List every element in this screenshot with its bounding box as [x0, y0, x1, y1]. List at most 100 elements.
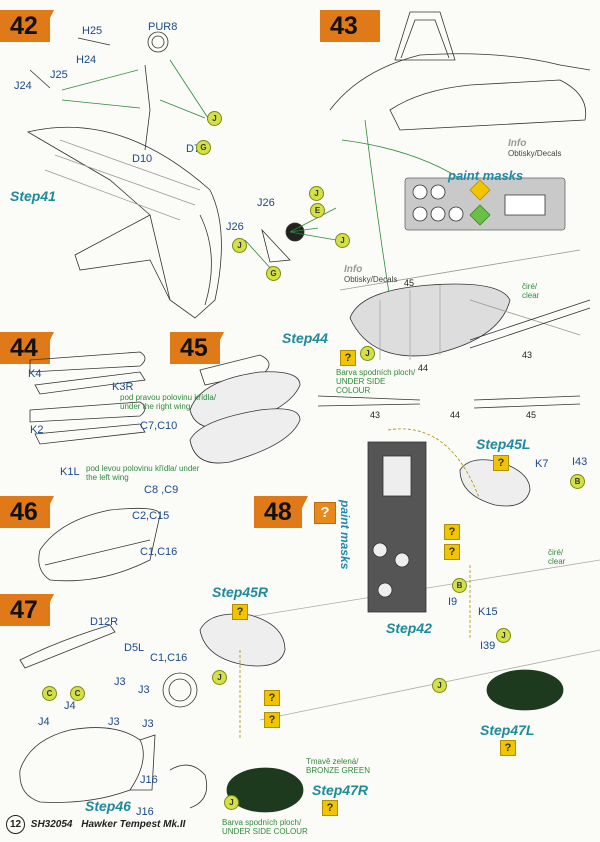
info-subtitle: Obtisky/Decals	[344, 275, 398, 284]
step-reference: Step42	[386, 620, 432, 636]
step-number-46: 46	[0, 496, 54, 528]
page-footer: 12 SH32054 Hawker Tempest Mk.II	[6, 815, 185, 834]
part-label: H24	[76, 54, 97, 66]
info-subtitle: Obtisky/Decals	[508, 149, 562, 158]
paint-badge: J	[432, 678, 447, 693]
part-label: J3	[142, 718, 154, 730]
part-label: D12R	[90, 616, 119, 628]
question-icon: ?	[322, 800, 338, 816]
decal-number: 45	[404, 278, 415, 288]
part-label: C2,C15	[132, 510, 170, 522]
paint-badge: J	[207, 111, 222, 126]
step-number-47: 47	[0, 594, 54, 626]
info-title: Info	[508, 138, 527, 149]
part-label: PUR8	[148, 21, 178, 33]
question-icon: ?	[340, 350, 356, 366]
paint-badge: E	[310, 203, 325, 218]
paint-badge: C	[42, 686, 57, 701]
part-label: H25	[82, 25, 103, 37]
paint-badge: J	[232, 238, 247, 253]
green-colour-note: Tmavě zelená/ BRONZE GREEN	[306, 757, 371, 775]
paint-badge: J	[496, 628, 511, 643]
part-label: J3	[114, 676, 126, 688]
part-label: I43	[572, 456, 588, 468]
decal-number: 44	[450, 410, 461, 420]
paint-badge: C	[70, 686, 85, 701]
decal-number: 43	[522, 350, 533, 360]
info-block: Info Obtisky/Decals	[508, 138, 561, 158]
part-label: J4	[38, 716, 50, 728]
step-number-48: 48	[254, 496, 308, 528]
part-label: C8 ,C9	[144, 484, 179, 496]
question-icon: ?	[444, 524, 460, 540]
part-label: D5L	[124, 642, 145, 654]
info-block: Info Obtisky/Decals	[344, 264, 397, 284]
part-label: K4	[28, 368, 42, 380]
paint-masks-label: paint masks	[338, 500, 352, 570]
question-icon: ?	[264, 690, 280, 706]
part-label: D10	[132, 153, 153, 165]
wing-note: pod levou polovinu křídla/ under the lef…	[86, 464, 200, 482]
part-label: J16	[140, 774, 158, 786]
question-icon: ?	[264, 712, 280, 728]
paint-badge: J	[335, 233, 350, 248]
step-reference: Step45R	[212, 584, 269, 600]
question-icon: ?	[232, 604, 248, 620]
step-reference: Step44	[282, 330, 328, 346]
step-number-43: 43	[320, 10, 374, 42]
part-label: J26	[226, 221, 244, 233]
part-label: C1,C16	[150, 652, 188, 664]
part-label: K1L	[60, 466, 80, 478]
paint-masks-label: paint masks	[448, 168, 524, 183]
step-reference: Step47R	[312, 782, 369, 798]
clear-note: čiré/ clear	[548, 548, 566, 566]
paint-badge: J	[224, 795, 239, 810]
part-label: C7,C10	[140, 420, 178, 432]
part-label: I9	[448, 596, 458, 608]
step-reference: Step47L	[480, 722, 535, 738]
step-reference: Step45L	[476, 436, 531, 452]
paint-badge: G	[196, 140, 211, 155]
paint-badge: B	[570, 474, 585, 489]
step-number-45: 45	[170, 332, 224, 364]
colour-note: Barva spodních ploch/ UNDER SIDE COLOUR	[222, 818, 308, 836]
part-label: J4	[64, 700, 76, 712]
colour-note: Barva spodních ploch/ UNDER SIDE COLOUR	[336, 368, 416, 395]
clear-note: čiré/ clear	[522, 282, 540, 300]
kit-title: Hawker Tempest Mk.II	[81, 819, 186, 830]
part-label: J3	[138, 684, 150, 696]
step-number-44: 44	[0, 332, 54, 364]
info-title: Info	[344, 264, 363, 275]
paint-badge: J	[309, 186, 324, 201]
part-label: J26	[257, 197, 275, 209]
part-label: C1,C16	[140, 546, 178, 558]
paint-badge: G	[266, 266, 281, 281]
decal-number: 44	[418, 363, 429, 373]
kit-code: SH32054	[30, 819, 73, 830]
part-label: K2	[30, 424, 44, 436]
step-reference: Step41	[10, 188, 56, 204]
question-icon: ?	[444, 544, 460, 560]
wing-note: pod pravou polovinu křídla/ under the ri…	[120, 393, 217, 411]
part-label: K7	[535, 458, 549, 470]
step-reference: Step46	[85, 798, 131, 814]
part-label: J25	[50, 69, 68, 81]
question-icon: ?	[493, 455, 509, 471]
part-label: J3	[108, 716, 120, 728]
part-label: J16	[136, 806, 154, 818]
paint-badge: B	[452, 578, 467, 593]
question-icon: ?	[314, 502, 336, 524]
paint-badge: J	[360, 346, 375, 361]
step-number-42: 42	[0, 10, 54, 42]
decal-number: 45	[526, 410, 537, 420]
part-label: K3R	[112, 381, 134, 393]
paint-badge: J	[212, 670, 227, 685]
page-number: 12	[6, 815, 25, 834]
part-label: K15	[478, 606, 498, 618]
decal-number: 43	[370, 410, 381, 420]
part-label: I39	[480, 640, 496, 652]
question-icon: ?	[500, 740, 516, 756]
part-label: J24	[14, 80, 32, 92]
